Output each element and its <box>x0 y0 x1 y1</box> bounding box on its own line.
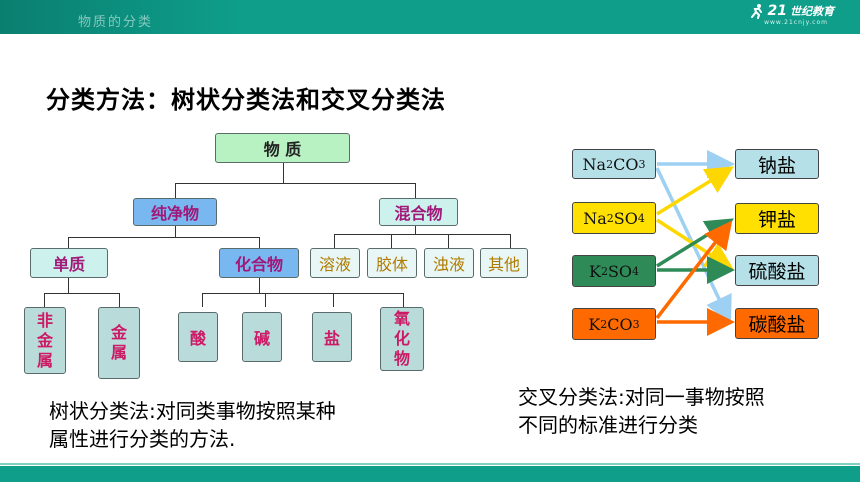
tree-leaf-base: 碱 <box>242 312 282 362</box>
tree-desc-line: 属性进行分类的方法. <box>49 427 236 451</box>
tree-leaf-nonmetal: 非金属 <box>24 307 66 374</box>
tree-method-description: 树状分类法:对同类事物按照某种 属性进行分类的方法. <box>49 397 336 453</box>
tree-connector <box>510 234 511 248</box>
tree-connector <box>175 183 415 184</box>
tree-node-element: 单质 <box>30 248 108 278</box>
slide-heading: 分类方法：树状分类法和交叉分类法 <box>46 86 446 114</box>
tree-connector <box>44 293 45 307</box>
tree-desc-line: 树状分类法:对同类事物按照某种 <box>49 399 336 423</box>
tree-leaf-metal-label: 金属 <box>110 323 127 362</box>
compound-subscript: 2 <box>606 211 614 225</box>
category-sulfate-salt: 硫酸盐 <box>735 255 819 286</box>
arrow-k2co3-potassium <box>655 220 733 320</box>
compound-subscript: 4 <box>632 264 640 278</box>
tree-node-other: 其他 <box>480 248 528 278</box>
compound-prefix: Na <box>583 208 607 228</box>
tree-connector <box>265 293 266 307</box>
compound-prefix: K <box>588 261 601 281</box>
cross-desc-line: 交叉分类法:对同一事物按照 <box>518 385 765 409</box>
compound-subscript: 3 <box>638 157 646 171</box>
tree-leaf-metal: 金属 <box>98 307 140 379</box>
tree-leaf-acid: 酸 <box>178 312 218 362</box>
tree-connector <box>259 278 260 293</box>
compound-subscript: 2 <box>600 317 608 331</box>
arrow-na2so4-sodium <box>656 166 734 216</box>
tree-node-mixture: 混合物 <box>379 198 458 226</box>
tree-connector <box>175 183 176 198</box>
tree-connector <box>119 293 120 307</box>
tree-connector <box>175 225 176 237</box>
faded-banner-title: 物质的分类 <box>78 15 154 30</box>
tree-connector <box>68 237 69 248</box>
footer-line <box>0 463 860 465</box>
category-carbonate-salt: 碳酸盐 <box>735 308 819 339</box>
tree-node-solution: 溶液 <box>310 248 360 278</box>
top-banner-gradient <box>0 0 240 34</box>
tree-leaf-salt: 盐 <box>312 312 352 362</box>
tree-connector <box>202 293 203 307</box>
tree-connector <box>403 293 404 307</box>
runner-logo-icon <box>750 4 762 19</box>
cross-desc-line: 不同的标准进行分类 <box>518 413 698 437</box>
tree-connector <box>283 163 284 183</box>
brand-name: 世纪教育 <box>790 5 834 18</box>
compound-radical: SO <box>607 261 633 281</box>
tree-connector <box>391 234 392 248</box>
brand-number: 21 <box>767 3 787 19</box>
category-potassium-salt: 钾盐 <box>735 203 819 234</box>
tree-node-pure-substance: 纯净物 <box>133 198 217 226</box>
tree-node-compound: 化合物 <box>219 248 299 278</box>
top-banner: 物质的分类 21 世纪教育 www.21cnjy.com <box>0 0 860 34</box>
compound-subscript: 4 <box>637 211 645 225</box>
compound-subscript: 2 <box>606 157 614 171</box>
tree-leaf-oxide: 氧化物 <box>380 307 424 371</box>
tree-connector <box>334 234 335 248</box>
footer-banner <box>0 466 860 482</box>
compound-radical: CO <box>613 154 639 174</box>
tree-connector <box>415 225 416 234</box>
tree-node-colloid: 胶体 <box>367 248 417 278</box>
tree-connector <box>415 183 416 198</box>
tree-node-suspension: 浊液 <box>424 248 474 278</box>
tree-connector <box>333 293 334 307</box>
tree-connector <box>68 278 69 293</box>
compound-subscript: 3 <box>632 317 640 331</box>
compound-prefix: Na <box>582 154 607 174</box>
category-sodium-salt: 钠盐 <box>735 149 819 179</box>
brand-url: www.21cnjy.com <box>764 19 828 26</box>
tree-connector <box>44 293 120 294</box>
tree-root-matter: 物 质 <box>215 133 350 163</box>
compound-prefix: K <box>588 314 601 334</box>
compound-radical: CO <box>607 314 633 334</box>
tree-leaf-oxide-label: 氧化物 <box>393 309 410 368</box>
tree-connector <box>334 234 511 235</box>
cross-method-description: 交叉分类法:对同一事物按照 不同的标准进行分类 <box>518 383 765 439</box>
tree-connector <box>259 237 260 248</box>
tree-connector <box>448 234 449 248</box>
tree-connector <box>68 237 260 238</box>
compound-subscript: 2 <box>600 264 608 278</box>
tree-connector <box>202 293 404 294</box>
compound-radical: SO <box>613 208 638 228</box>
tree-leaf-nonmetal-label: 非金属 <box>36 310 53 370</box>
brand-logo: 21 世纪教育 <box>749 3 834 19</box>
